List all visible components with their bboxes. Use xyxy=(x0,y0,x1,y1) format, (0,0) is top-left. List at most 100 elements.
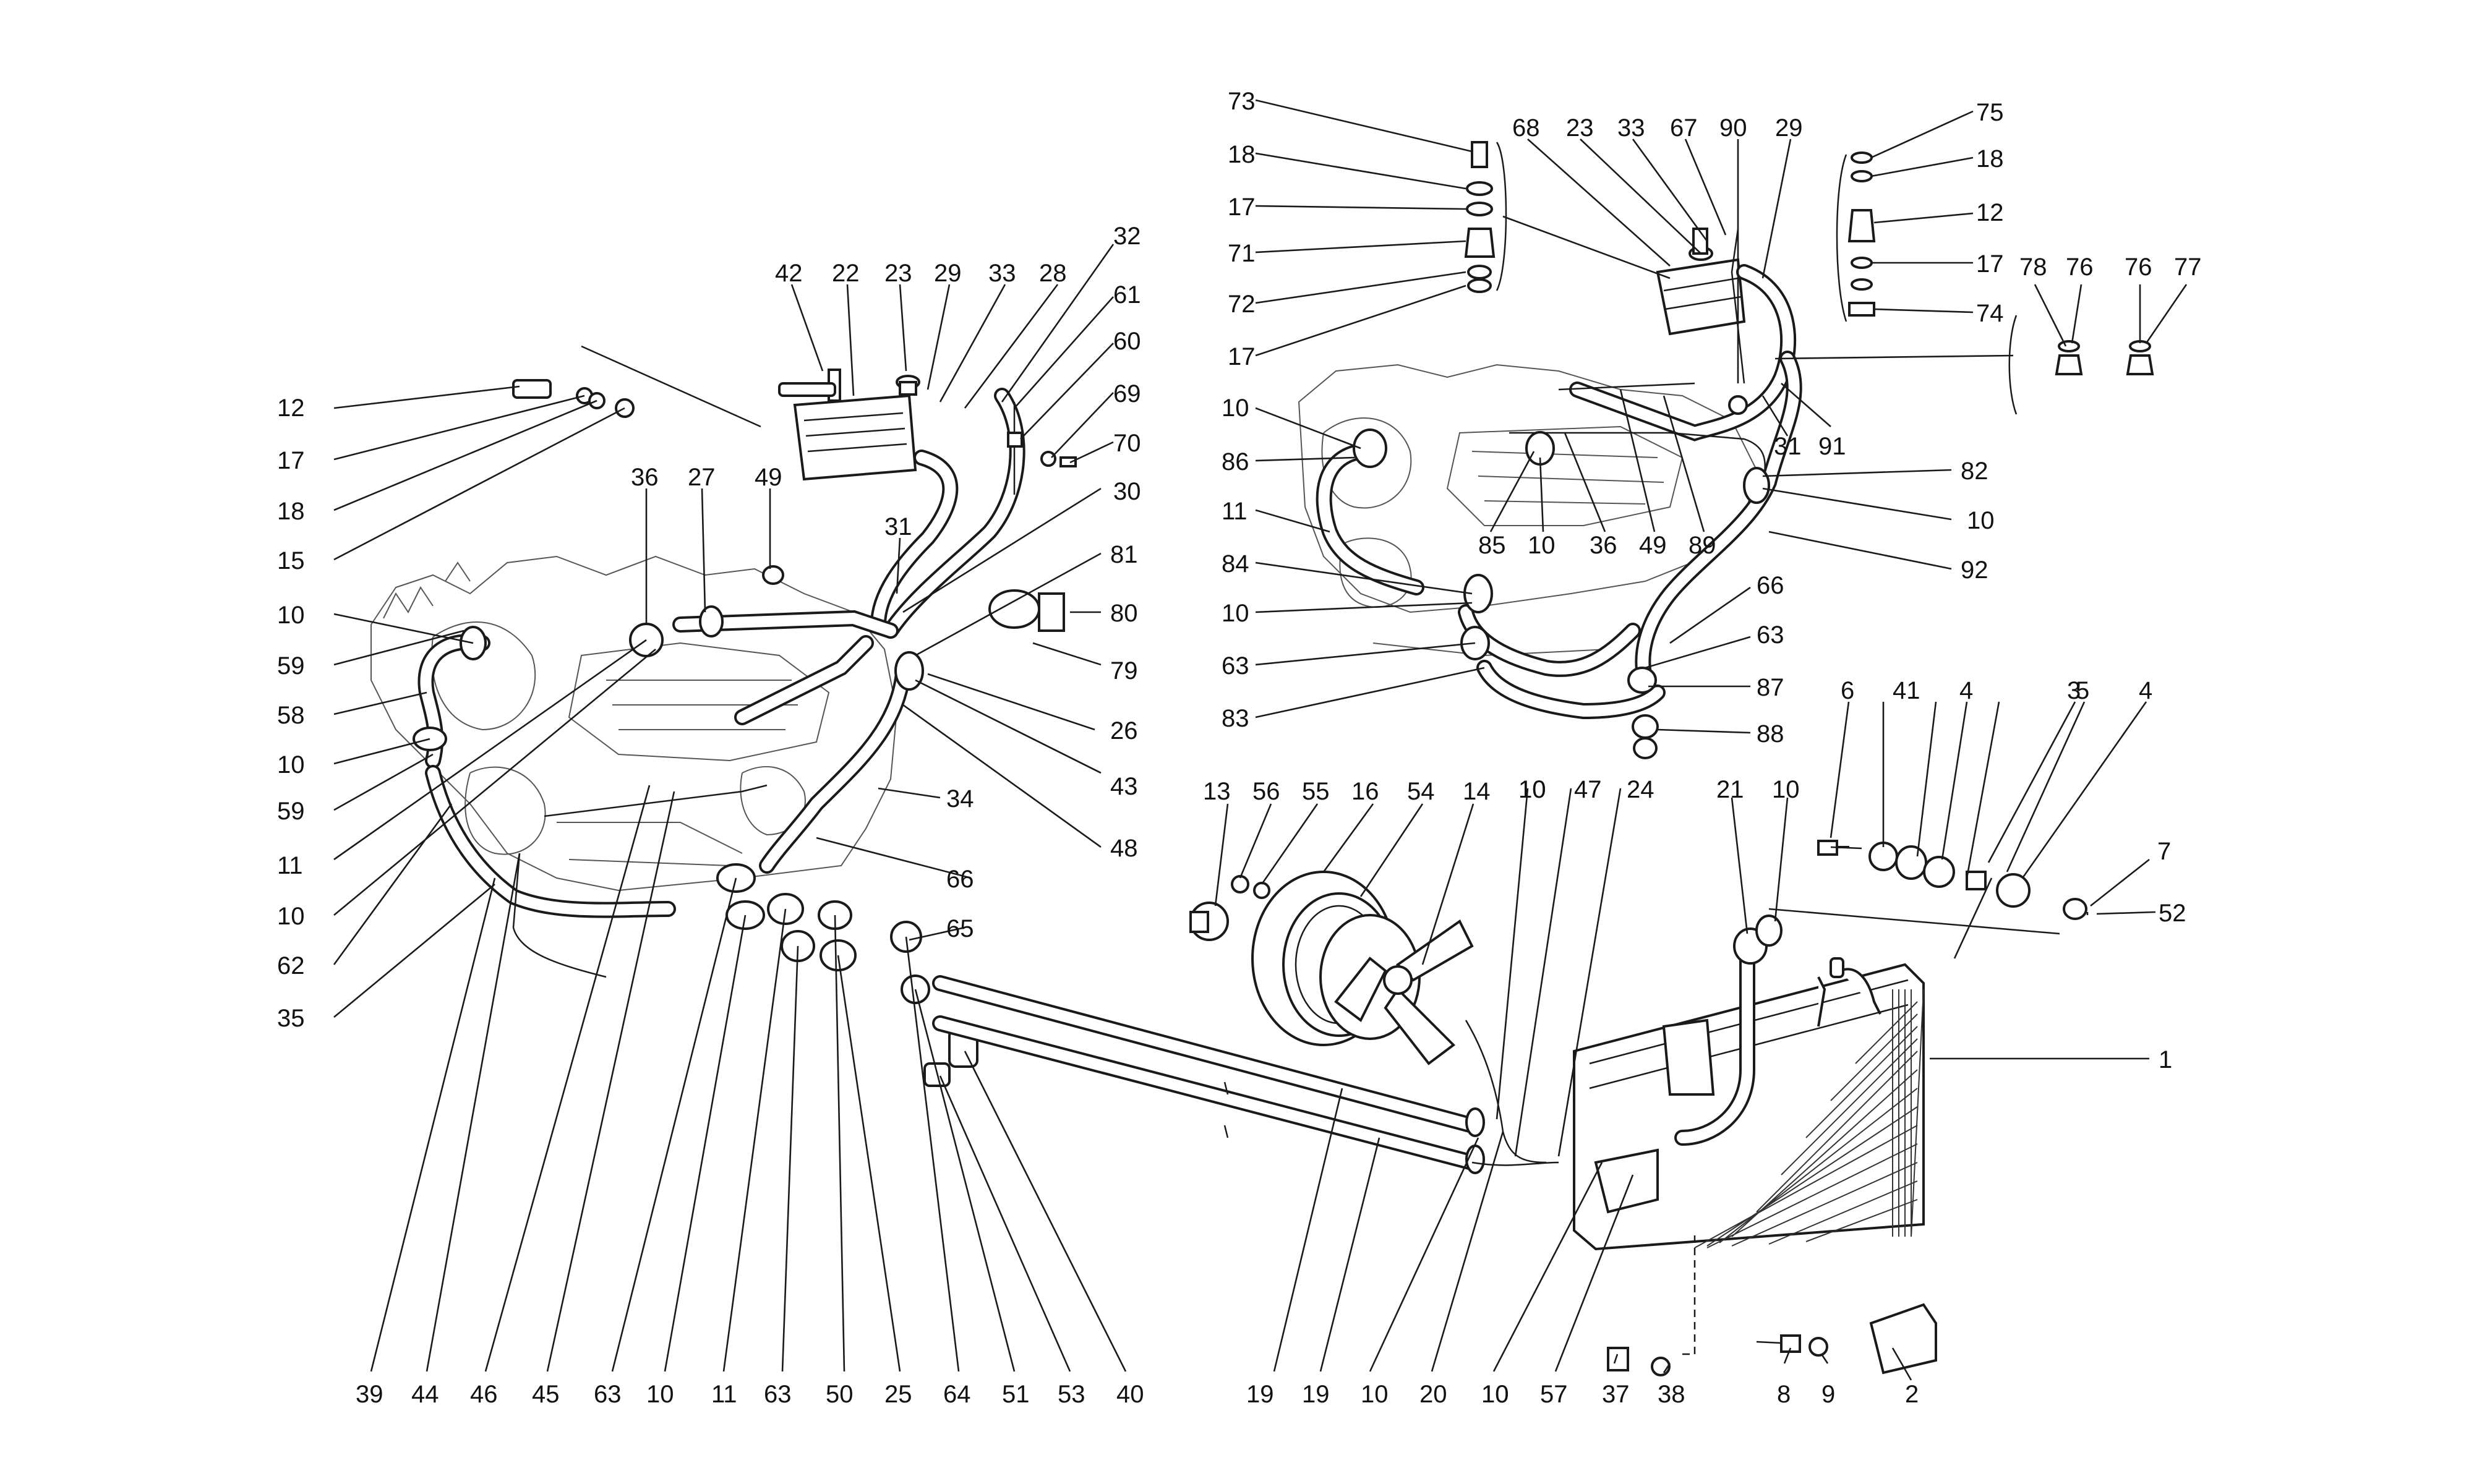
label-49: 49 xyxy=(1639,532,1667,559)
label-18: 18 xyxy=(1976,145,2004,173)
label-84: 84 xyxy=(1222,550,1249,578)
label-11: 11 xyxy=(1222,498,1248,525)
label-75: 75 xyxy=(1976,99,2004,126)
label-46: 46 xyxy=(470,1381,498,1408)
label-55: 55 xyxy=(1302,778,1330,805)
radiator-core-hatching xyxy=(1694,989,1918,1248)
label-49: 49 xyxy=(755,464,782,491)
union-fittings xyxy=(716,863,978,1087)
leader-lines xyxy=(333,99,2188,1381)
hose-clamps-right xyxy=(1353,395,1770,759)
label-10: 10 xyxy=(277,602,305,629)
label-1: 1 xyxy=(2159,1046,2172,1073)
label-33: 33 xyxy=(1617,114,1645,142)
label-2: 2 xyxy=(1905,1381,1919,1408)
label-33: 33 xyxy=(988,260,1016,287)
label-29: 29 xyxy=(934,260,962,287)
label-91: 91 xyxy=(1818,433,1846,460)
label-44: 44 xyxy=(411,1381,439,1408)
label-3: 3 xyxy=(2067,677,2081,704)
label-24: 24 xyxy=(1627,776,1654,803)
label-66: 66 xyxy=(1757,572,1784,599)
label-22: 22 xyxy=(832,260,860,287)
hose-clamps-left xyxy=(413,565,1065,751)
label-27: 27 xyxy=(688,464,716,491)
label-10: 10 xyxy=(1361,1381,1389,1408)
label-47: 47 xyxy=(1574,776,1602,803)
label-57: 57 xyxy=(1540,1381,1568,1408)
label-76: 76 xyxy=(2066,254,2094,281)
radiator-pad xyxy=(1869,1303,1937,1375)
label-82: 82 xyxy=(1961,458,1988,485)
left-engine-block-outline xyxy=(370,555,898,892)
label-90: 90 xyxy=(1719,114,1747,142)
label-18: 18 xyxy=(277,498,305,525)
label-36: 36 xyxy=(631,464,659,491)
label-78: 78 xyxy=(2019,254,2047,281)
label-62: 62 xyxy=(277,952,305,979)
callout-labels: 1 2 3 4 4 5 6 7 8 9 10 10 10 10 10 10 10… xyxy=(277,88,2202,1408)
label-67: 67 xyxy=(1670,114,1698,142)
label-30: 30 xyxy=(1113,478,1141,505)
label-10: 10 xyxy=(1528,532,1556,559)
label-20: 20 xyxy=(1419,1381,1447,1408)
label-19: 19 xyxy=(1302,1381,1330,1408)
label-56: 56 xyxy=(1252,778,1280,805)
label-17: 17 xyxy=(277,447,305,474)
label-10: 10 xyxy=(646,1381,674,1408)
radiator-drain-plug xyxy=(1756,1334,1828,1357)
label-38: 38 xyxy=(1658,1381,1685,1408)
label-11: 11 xyxy=(277,852,303,879)
bleed-fitting xyxy=(1007,402,1077,495)
label-10: 10 xyxy=(277,751,305,778)
expansion-tank-left xyxy=(778,369,917,481)
label-17: 17 xyxy=(1976,250,2004,278)
label-10: 10 xyxy=(1772,776,1800,803)
label-4: 4 xyxy=(2139,677,2152,704)
right-engine-block-outline xyxy=(1298,364,1758,657)
label-52: 52 xyxy=(2159,900,2186,927)
label-81: 81 xyxy=(1110,541,1138,568)
label-11: 11 xyxy=(711,1381,737,1408)
electric-fan xyxy=(1251,871,1547,1164)
label-43: 43 xyxy=(1110,773,1138,800)
label-17: 17 xyxy=(1228,194,1256,221)
label-13: 13 xyxy=(1203,778,1231,805)
label-58: 58 xyxy=(277,702,305,729)
label-65: 65 xyxy=(946,915,974,942)
label-72: 72 xyxy=(1228,291,1256,318)
radiator xyxy=(1573,957,1925,1251)
label-88: 88 xyxy=(1757,720,1784,748)
label-61: 61 xyxy=(1113,281,1141,309)
label-86: 86 xyxy=(1222,448,1249,475)
label-4: 4 xyxy=(1959,677,1973,704)
label-71: 71 xyxy=(1228,240,1256,267)
tank-mount-left xyxy=(512,345,761,428)
temperature-sender xyxy=(1607,1230,1696,1376)
label-63: 63 xyxy=(1222,652,1249,680)
label-73: 73 xyxy=(1228,88,1256,115)
label-51: 51 xyxy=(1002,1381,1030,1408)
label-15: 15 xyxy=(277,547,305,574)
label-45: 45 xyxy=(532,1381,560,1408)
label-23: 23 xyxy=(1566,114,1594,142)
label-69: 69 xyxy=(1113,380,1141,407)
label-10: 10 xyxy=(1481,1381,1509,1408)
radiator-water-pipes xyxy=(932,975,1559,1174)
label-5: 5 xyxy=(2076,677,2089,704)
label-10: 10 xyxy=(1518,776,1546,803)
label-14: 14 xyxy=(1463,778,1491,805)
label-16: 16 xyxy=(1351,778,1379,805)
label-7: 7 xyxy=(2157,838,2171,865)
label-12: 12 xyxy=(277,394,305,422)
label-89: 89 xyxy=(1689,532,1716,559)
label-6: 6 xyxy=(1841,677,1854,704)
label-10: 10 xyxy=(1518,776,1546,803)
tank-mount-stack-far-right xyxy=(1836,151,1876,322)
label-23: 23 xyxy=(884,260,912,287)
label-87: 87 xyxy=(1757,674,1784,701)
label-21: 21 xyxy=(1716,776,1744,803)
label-25: 25 xyxy=(884,1381,912,1408)
label-53: 53 xyxy=(1058,1381,1085,1408)
label-32: 32 xyxy=(1113,223,1141,250)
